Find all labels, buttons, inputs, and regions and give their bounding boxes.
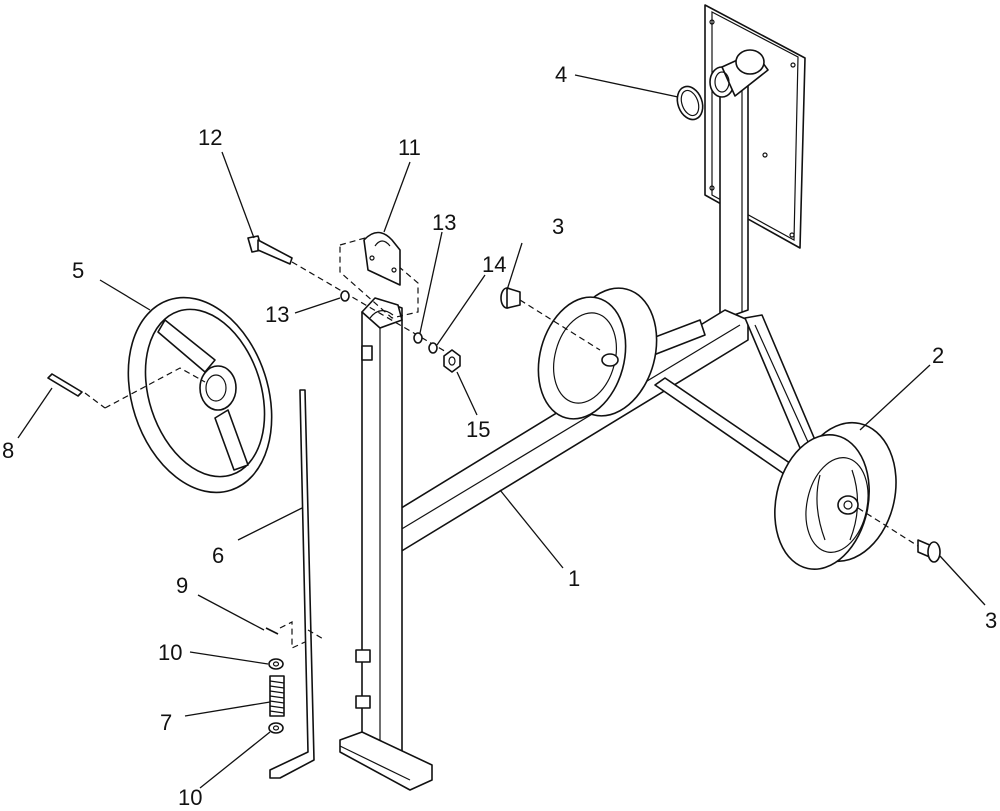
roll-pin [47,373,83,397]
callout-12: 12 [198,125,222,150]
callout-6: 6 [212,543,224,568]
callout-14: 14 [482,252,506,277]
rear-wheel-left [537,287,658,420]
fasteners [340,290,461,373]
callout-11: 11 [398,135,421,160]
rear-post [709,49,769,321]
clamp-bracket [339,231,419,319]
callout-8: 8 [2,438,14,463]
washer-right [413,332,423,344]
callout-3-rear: 3 [552,214,564,239]
callout-9: 9 [176,573,188,598]
callout-1: 1 [568,566,580,591]
callout-4: 4 [555,62,567,87]
leader-lines [17,74,986,789]
axle-cap-front [857,507,941,563]
callout-10-lower: 10 [178,785,202,810]
callout-2: 2 [932,343,944,368]
hex-nut [443,349,461,373]
cotter-pin [265,627,279,635]
steering-wheel [84,296,273,494]
wheel-assembly [774,421,897,570]
lock-washer [428,342,438,354]
washer-upper [268,658,284,670]
callout-10-upper: 10 [158,640,182,665]
snap-ring [676,85,704,121]
upright-post [339,297,433,791]
spring [269,675,285,717]
main-frame-beam [397,309,816,553]
washer-left [340,290,350,302]
callout-13-left: 13 [265,302,289,327]
callout-labels: 1 2 3 3 4 5 6 7 8 9 10 10 11 12 13 13 14… [2,62,997,810]
callout-3-front: 3 [985,608,997,633]
axle-cap-rear [500,287,601,351]
callout-5: 5 [72,258,84,283]
washer-lower [268,722,284,734]
callout-15: 15 [466,417,490,442]
steering-rod [269,389,326,779]
callout-7: 7 [160,710,172,735]
callout-13-right: 13 [432,210,456,235]
